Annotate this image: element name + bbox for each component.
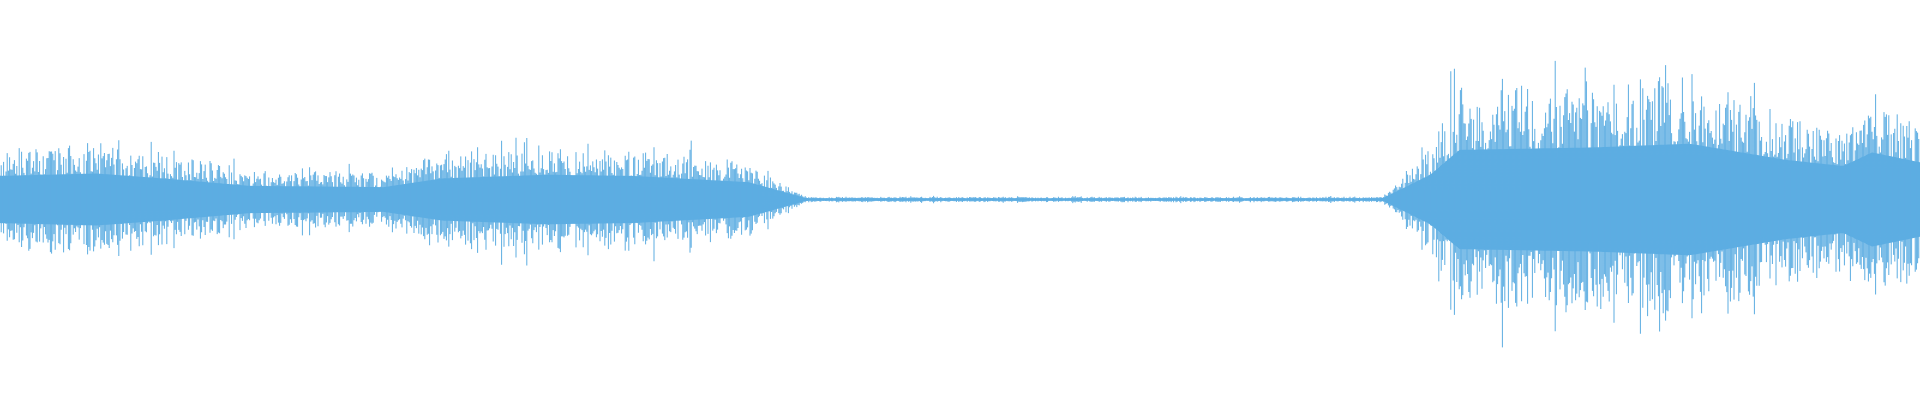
waveform-path xyxy=(0,60,1920,348)
waveform-bars xyxy=(0,60,1920,348)
